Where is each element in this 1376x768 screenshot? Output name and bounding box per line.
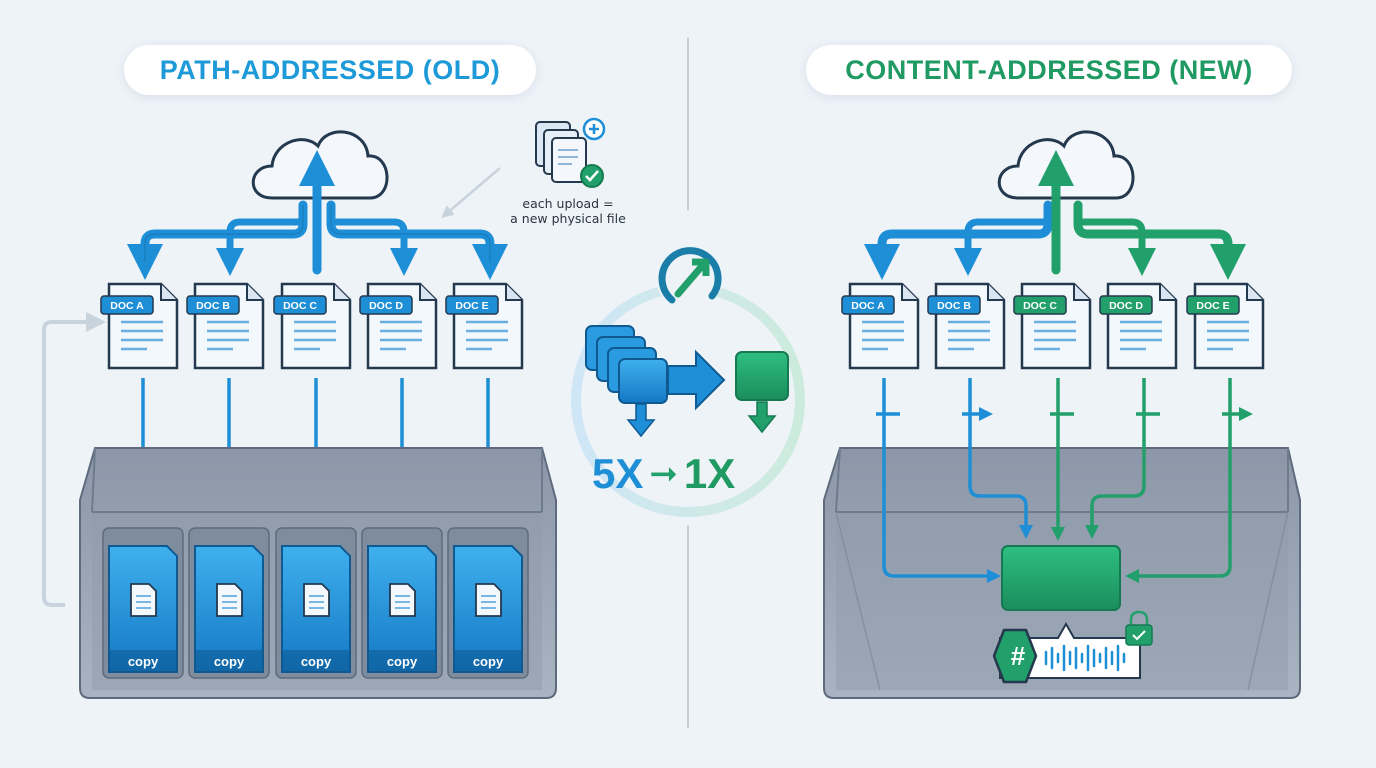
old-copy-label-1: copy <box>214 654 245 669</box>
check-icon <box>580 164 604 188</box>
svg-text:DOC E: DOC E <box>455 300 488 312</box>
many-to-one-icon <box>585 325 789 438</box>
svg-text:DOC C: DOC C <box>1023 300 1057 312</box>
old-upload-arrows <box>127 150 508 280</box>
upload-note-line1: each upload = <box>522 196 614 211</box>
file-icon <box>389 583 416 617</box>
ratio-arrow-icon: ➞ <box>649 455 678 493</box>
old-documents: DOC A DOC B DOC C DOC D DOC E <box>100 282 524 370</box>
lock-icon <box>1125 610 1153 646</box>
ratio-to: 1X <box>683 450 736 497</box>
note-pointer-arrow <box>441 167 501 219</box>
new-document-label-3: DOC D <box>1099 295 1153 315</box>
old-return-arrow <box>42 312 106 607</box>
single-stored-blob <box>1001 545 1121 611</box>
file-icon <box>475 583 502 617</box>
new-document-label-1: DOC B <box>927 295 981 315</box>
svg-text:DOC A: DOC A <box>851 300 885 312</box>
old-copy-label-2: copy <box>301 654 332 669</box>
old-physical-copies: copy copy copy copy copy <box>102 527 529 679</box>
plus-icon <box>582 117 606 141</box>
new-dedup-arrows <box>876 378 1246 583</box>
upload-note-line2: a new physical file <box>510 211 626 226</box>
old-document-1: DOC B <box>186 282 265 370</box>
old-copy-label-4: copy <box>473 654 504 669</box>
hash-symbol: # <box>1010 641 1026 671</box>
new-document-1: DOC B <box>927 282 1006 370</box>
svg-text:DOC D: DOC D <box>369 300 403 312</box>
old-title: PATH-ADDRESSED (OLD) <box>124 45 536 95</box>
svg-text:DOC C: DOC C <box>283 300 317 312</box>
stacked-files-icon <box>535 121 587 183</box>
old-copy-4: copy <box>447 527 529 679</box>
old-document-3: DOC D <box>359 282 438 370</box>
new-documents: DOC A DOC B DOC C DOC D DOC E <box>841 282 1265 370</box>
new-document-0: DOC A <box>841 282 920 370</box>
svg-text:DOC E: DOC E <box>1196 300 1229 312</box>
svg-text:DOC B: DOC B <box>937 300 971 312</box>
old-copy-0: copy <box>102 527 184 679</box>
old-document-label-4: DOC E <box>445 295 499 315</box>
file-icon <box>130 583 157 617</box>
file-icon <box>303 583 330 617</box>
old-copy-3: copy <box>361 527 443 679</box>
new-document-2: DOC C <box>1013 282 1092 370</box>
old-document-label-2: DOC C <box>273 295 327 315</box>
new-document-label-0: DOC A <box>841 295 895 315</box>
waveform-icon <box>1044 644 1126 672</box>
refresh-icon <box>655 242 723 310</box>
old-copy-label-0: copy <box>128 654 159 669</box>
old-document-label-3: DOC D <box>359 295 413 315</box>
new-title: CONTENT-ADDRESSED (NEW) <box>806 45 1292 95</box>
old-document-label-0: DOC A <box>100 295 154 315</box>
old-document-0: DOC A <box>100 282 179 370</box>
ratio-from: 5X <box>592 450 644 497</box>
svg-text:DOC A: DOC A <box>110 300 144 312</box>
upload-note: each upload = a new physical file <box>498 196 638 226</box>
file-icon <box>216 583 243 617</box>
new-document-4: DOC E <box>1186 282 1265 370</box>
old-copy-label-3: copy <box>387 654 418 669</box>
old-upload-arrows-outline <box>144 205 491 262</box>
dedup-ratio: 5X ➞ 1X <box>592 450 792 498</box>
new-document-label-4: DOC E <box>1186 295 1240 315</box>
old-copy-1: copy <box>188 527 270 679</box>
new-cloud-icon <box>997 130 1135 200</box>
new-upload-arrows <box>864 150 1246 280</box>
new-document-label-2: DOC C <box>1013 295 1067 315</box>
old-document-2: DOC C <box>273 282 352 370</box>
svg-text:DOC B: DOC B <box>196 300 230 312</box>
old-copy-2: copy <box>275 527 357 679</box>
old-document-4: DOC E <box>445 282 524 370</box>
old-document-label-1: DOC B <box>186 295 240 315</box>
svg-text:DOC D: DOC D <box>1109 300 1143 312</box>
new-document-3: DOC D <box>1099 282 1178 370</box>
